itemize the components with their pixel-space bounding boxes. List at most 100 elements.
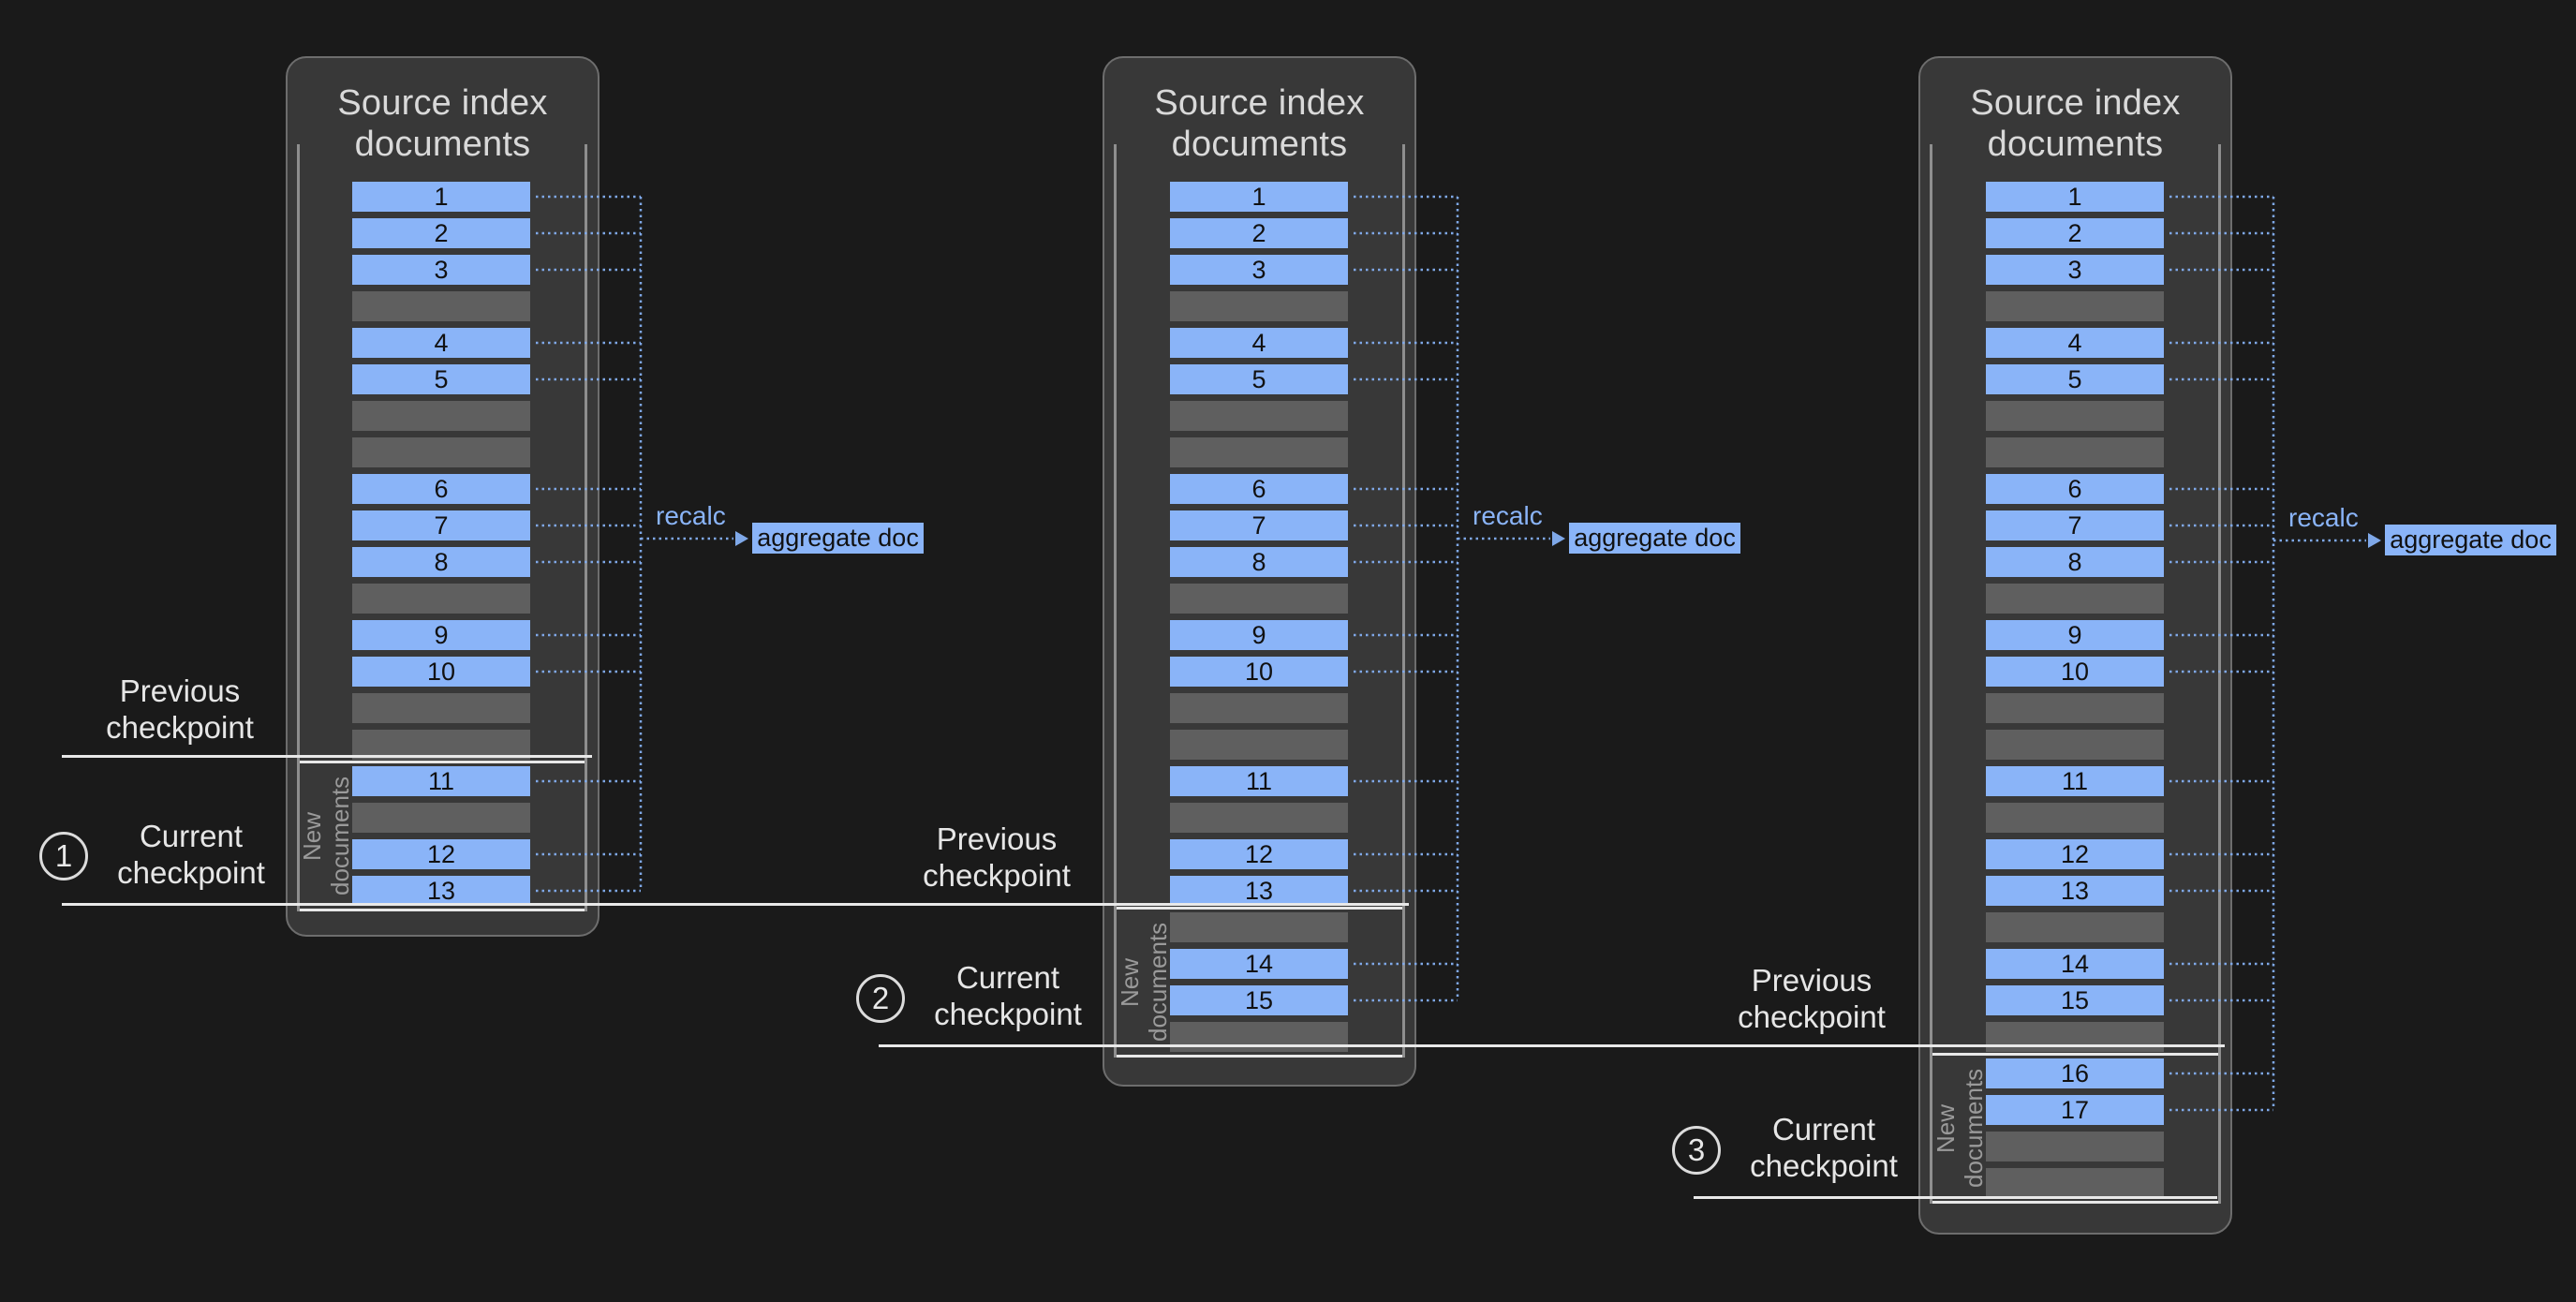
empty-row-3-14 xyxy=(1986,693,2164,723)
empty-row-3-20 xyxy=(1986,912,2164,942)
document-row-label: 1 xyxy=(2067,182,2082,211)
document-row-1-2: 2 xyxy=(352,218,530,248)
document-row-label: 5 xyxy=(1251,364,1266,393)
document-row-label: 11 xyxy=(427,766,455,795)
document-row-label: 3 xyxy=(1251,255,1266,284)
document-row-2-4: 4 xyxy=(1170,328,1348,358)
previous-checkpoint-label-3: Previous checkpoint xyxy=(1738,963,1886,1034)
document-row-label: 2 xyxy=(1251,218,1266,247)
document-row-label: 15 xyxy=(1244,985,1274,1014)
empty-row-3-17 xyxy=(1986,803,2164,833)
document-row-2-2: 2 xyxy=(1170,218,1348,248)
checkpoint-step-badge-1: 1 xyxy=(39,832,88,880)
document-row-1-13: 13 xyxy=(352,876,530,906)
document-row-label: 2 xyxy=(2067,218,2082,247)
document-row-2-14: 14 xyxy=(1170,949,1348,979)
document-row-1-5: 5 xyxy=(352,364,530,394)
empty-row-3-26 xyxy=(1986,1132,2164,1161)
document-row-2-8: 8 xyxy=(1170,547,1348,577)
document-row-label: 6 xyxy=(434,474,449,503)
document-row-label: 13 xyxy=(1244,876,1274,905)
panel-vertical-rule-3-0 xyxy=(1930,144,1932,1204)
document-row-2-11: 11 xyxy=(1170,766,1348,796)
empty-row-2-6 xyxy=(1170,401,1348,431)
document-row-3-1: 1 xyxy=(1986,182,2164,212)
document-row-label: 13 xyxy=(426,876,456,905)
document-row-3-15: 15 xyxy=(1986,985,2164,1015)
document-row-1-1: 1 xyxy=(352,182,530,212)
document-row-2-12: 12 xyxy=(1170,839,1348,869)
empty-row-3-7 xyxy=(1986,437,2164,467)
empty-row-3-15 xyxy=(1986,730,2164,760)
empty-row-2-3 xyxy=(1170,291,1348,321)
document-row-label: 10 xyxy=(426,657,456,686)
document-row-label: 9 xyxy=(434,620,449,649)
document-row-label: 9 xyxy=(2067,620,2082,649)
document-row-3-13: 13 xyxy=(1986,876,2164,906)
document-row-3-6: 6 xyxy=(1986,474,2164,504)
panel-title-1: Source index documents xyxy=(337,83,548,164)
document-row-2-3: 3 xyxy=(1170,255,1348,285)
current-checkpoint-line-2 xyxy=(879,1044,2225,1047)
empty-row-3-27 xyxy=(1986,1168,2164,1198)
empty-row-2-23 xyxy=(1170,1022,1348,1052)
document-row-label: 8 xyxy=(1251,547,1266,576)
current-checkpoint-label-3: Current checkpoint xyxy=(1750,1112,1898,1183)
panel-vertical-rule-3-1 xyxy=(2218,144,2221,1204)
previous-checkpoint-label-1: Previous checkpoint xyxy=(106,673,254,745)
document-row-1-11: 11 xyxy=(352,766,530,796)
document-row-3-2: 2 xyxy=(1986,218,2164,248)
document-row-label: 12 xyxy=(2060,839,2090,868)
document-row-label: 11 xyxy=(1245,766,1273,795)
document-row-label: 14 xyxy=(1244,949,1274,978)
previous-checkpoint-line-3 xyxy=(1694,1044,2225,1047)
empty-row-3-23 xyxy=(1986,1022,2164,1052)
empty-row-3-3 xyxy=(1986,291,2164,321)
document-row-label: 14 xyxy=(2060,949,2090,978)
document-row-label: 9 xyxy=(1251,620,1266,649)
document-row-label: 13 xyxy=(2060,876,2090,905)
document-row-label: 11 xyxy=(2061,766,2089,795)
new-documents-label-2: New documents xyxy=(1116,922,1172,1043)
current-checkpoint-line-3 xyxy=(1694,1196,2217,1199)
document-row-label: 1 xyxy=(434,182,449,211)
document-row-label: 6 xyxy=(1251,474,1266,503)
recalc-label-1: recalc xyxy=(656,501,726,530)
empty-row-1-6 xyxy=(352,401,530,431)
document-row-2-7: 7 xyxy=(1170,510,1348,540)
document-row-3-7: 7 xyxy=(1986,510,2164,540)
current-checkpoint-label-1: Current checkpoint xyxy=(117,819,265,890)
aggregate-doc-box-2: aggregate doc xyxy=(1569,523,1740,554)
aggregate-doc-box-1: aggregate doc xyxy=(752,523,924,554)
panel-title-3: Source index documents xyxy=(1970,83,2181,164)
panel-title-2: Source index documents xyxy=(1154,83,1365,164)
document-row-label: 4 xyxy=(1251,328,1266,357)
document-row-label: 2 xyxy=(434,218,449,247)
document-row-3-10: 10 xyxy=(1986,657,2164,687)
document-row-label: 1 xyxy=(1251,182,1266,211)
document-row-3-11: 11 xyxy=(1986,766,2164,796)
document-row-3-14: 14 xyxy=(1986,949,2164,979)
document-row-2-5: 5 xyxy=(1170,364,1348,394)
document-row-label: 6 xyxy=(2067,474,2082,503)
document-row-label: 12 xyxy=(1244,839,1274,868)
panel-vertical-rule-1-0 xyxy=(297,144,300,911)
document-row-3-12: 12 xyxy=(1986,839,2164,869)
empty-row-2-17 xyxy=(1170,803,1348,833)
document-row-1-4: 4 xyxy=(352,328,530,358)
document-row-2-6: 6 xyxy=(1170,474,1348,504)
document-row-label: 12 xyxy=(426,839,456,868)
document-row-label: 8 xyxy=(434,547,449,576)
empty-row-2-20 xyxy=(1170,912,1348,942)
aggregate-doc-box-3: aggregate doc xyxy=(2385,525,2556,555)
current-checkpoint-label-2: Current checkpoint xyxy=(934,960,1082,1031)
document-row-2-15: 15 xyxy=(1170,985,1348,1015)
empty-row-1-11 xyxy=(352,584,530,614)
document-row-2-9: 9 xyxy=(1170,620,1348,650)
document-row-2-1: 1 xyxy=(1170,182,1348,212)
empty-row-1-17 xyxy=(352,803,530,833)
document-row-label: 5 xyxy=(434,364,449,393)
previous-checkpoint-line-1 xyxy=(62,755,592,758)
recalc-label-3: recalc xyxy=(2288,503,2359,532)
